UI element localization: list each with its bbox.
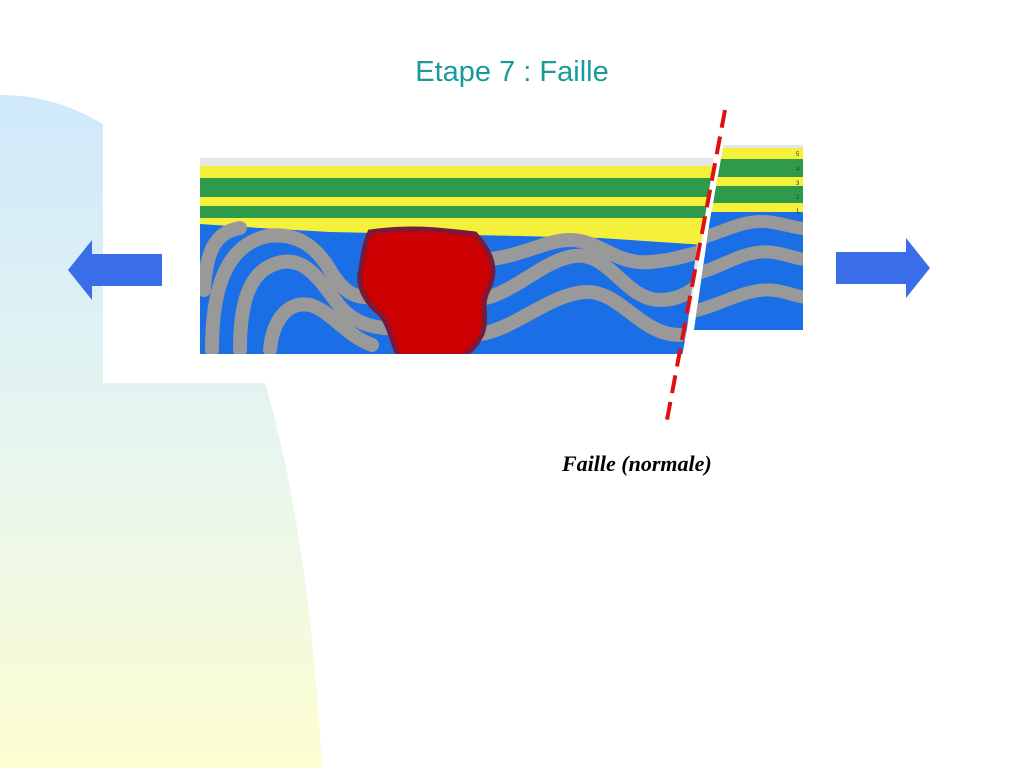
- left-folded-basement: [200, 221, 700, 354]
- slide-title: Etape 7 : Faille: [415, 56, 609, 88]
- right-folded-basement: [694, 212, 803, 330]
- arrow-right-icon[interactable]: [836, 238, 930, 298]
- layer-label: 2: [796, 195, 800, 201]
- magma-intrusion: [357, 226, 496, 354]
- layer-2: [200, 206, 714, 218]
- arrow-left-icon[interactable]: [68, 240, 162, 300]
- layer-label: 5: [796, 152, 800, 158]
- fault-caption: Faille (normale): [562, 451, 712, 476]
- layer-3: [200, 197, 714, 206]
- layer-labels: 5 4 3 2 1: [796, 152, 800, 215]
- layer-label: 3: [796, 181, 800, 187]
- layer-4: [200, 178, 714, 197]
- layer-label: 1: [796, 209, 800, 215]
- layer-5: [200, 166, 714, 178]
- fault-plane: [682, 144, 724, 355]
- layer-label: 4: [796, 167, 800, 173]
